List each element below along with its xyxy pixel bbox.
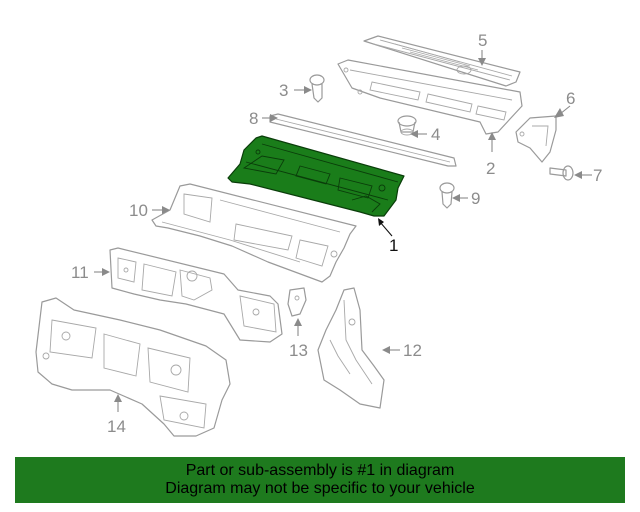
callout-12: 12 xyxy=(382,341,422,360)
callout-6-label: 6 xyxy=(566,89,575,108)
part-9-push-pin[interactable] xyxy=(439,182,455,209)
callout-2-label: 2 xyxy=(486,159,495,178)
callout-11: 11 xyxy=(71,263,110,282)
part-4-grommet[interactable] xyxy=(397,115,417,136)
banner-line-2: Diagram may not be specific to your vehi… xyxy=(165,480,475,497)
callout-1: 1 xyxy=(378,218,398,255)
callout-3: 3 xyxy=(279,81,312,100)
callout-12-label: 12 xyxy=(403,341,422,360)
callout-10: 10 xyxy=(129,201,170,220)
callout-5-label: 5 xyxy=(478,31,487,50)
callout-8-label: 8 xyxy=(249,109,258,128)
callout-11-label: 11 xyxy=(71,263,89,282)
info-banner: Part or sub-assembly is #1 in diagram Di… xyxy=(15,457,625,503)
callout-4: 4 xyxy=(410,125,440,144)
callout-13: 13 xyxy=(289,318,308,360)
part-7-bolt[interactable] xyxy=(549,165,574,181)
callout-2: 2 xyxy=(486,132,496,178)
callout-9-label: 9 xyxy=(471,189,480,208)
part-10-dash-panel-upper[interactable] xyxy=(151,183,357,283)
part-1-cowl-panel-highlighted[interactable] xyxy=(227,135,405,217)
part-5-cowl-grille[interactable] xyxy=(363,35,521,87)
callout-14-label: 14 xyxy=(107,417,126,436)
callout-3-label: 3 xyxy=(279,81,288,100)
callout-7-label: 7 xyxy=(593,166,602,185)
part-3-push-pin[interactable] xyxy=(309,74,325,103)
callout-6: 6 xyxy=(554,89,575,118)
parts-diagram: 1 2 3 4 5 6 7 8 9 10 xyxy=(35,31,602,437)
callout-13-label: 13 xyxy=(289,341,308,360)
callout-4-label: 4 xyxy=(431,125,440,144)
part-14-cross-car-beam[interactable] xyxy=(35,297,231,437)
callout-5: 5 xyxy=(478,31,487,66)
callout-8: 8 xyxy=(249,109,278,128)
part-11-dash-panel[interactable] xyxy=(109,247,283,343)
part-13-bracket[interactable] xyxy=(287,287,307,317)
callout-7: 7 xyxy=(574,166,602,185)
callout-10-label: 10 xyxy=(129,201,148,220)
callout-1-label: 1 xyxy=(389,236,398,255)
banner-line-1: Part or sub-assembly is #1 in diagram xyxy=(185,462,455,479)
callout-14: 14 xyxy=(107,394,126,436)
part-12-hinge-pillar[interactable] xyxy=(317,287,385,409)
callout-9: 9 xyxy=(452,189,480,208)
part-6-bracket[interactable] xyxy=(515,115,557,163)
